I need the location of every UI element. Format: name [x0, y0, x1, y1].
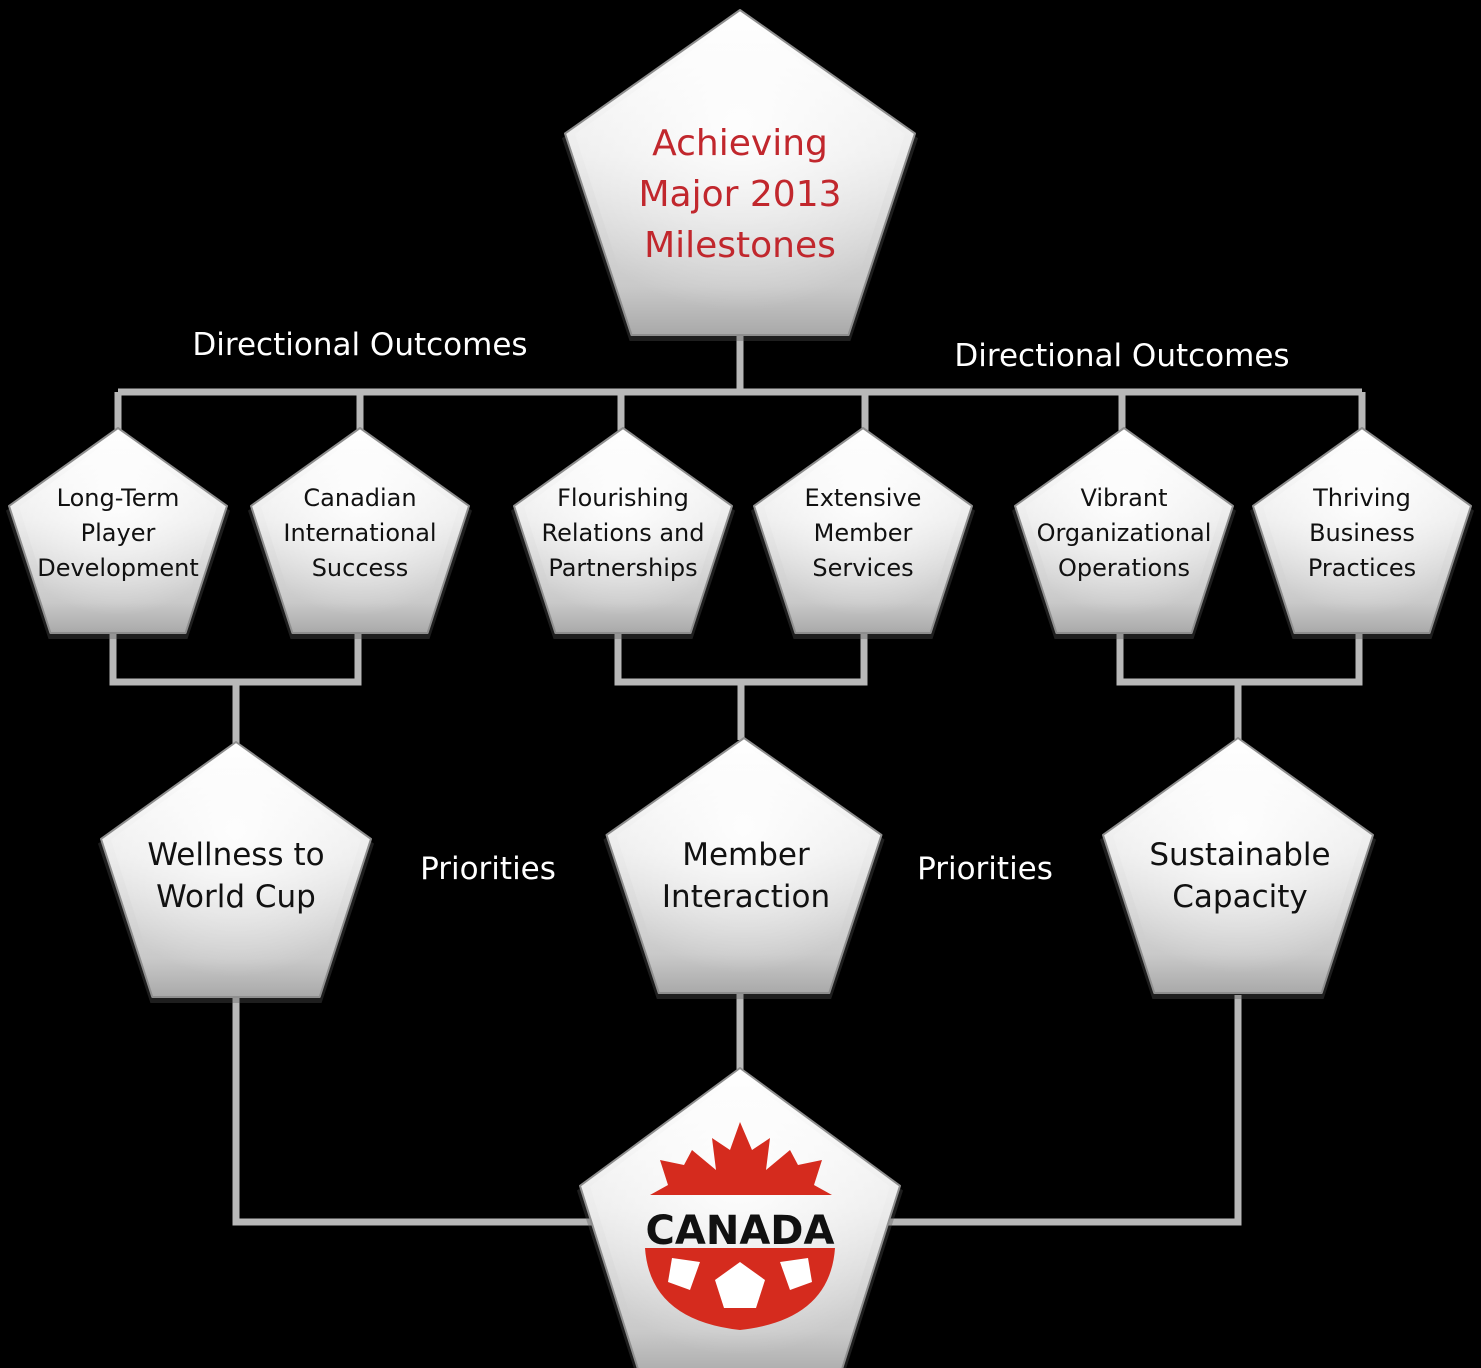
- outcome-line: Success: [311, 554, 409, 582]
- outcome-pentagon: [6, 427, 230, 639]
- priority-node-sustainable-capacity: Sustainable Capacity: [1149, 834, 1330, 918]
- outcome-line: Operations: [1058, 554, 1190, 582]
- goal-line: Milestones: [644, 225, 836, 266]
- priority-line: Interaction: [661, 879, 831, 915]
- goal-line: Major 2013: [638, 174, 842, 215]
- outcome-line: Flourishing: [557, 484, 689, 512]
- outcome-node-long-term-player-development: Long-Term Player Development: [37, 481, 199, 586]
- outcome-line: Business: [1309, 519, 1415, 547]
- outcome-pentagon: [1012, 427, 1236, 639]
- priority-pentagon: [98, 741, 374, 1003]
- priority-line: Wellness to: [147, 837, 325, 873]
- priority-pentagon: [1100, 737, 1376, 999]
- outcome-line: Vibrant: [1080, 484, 1168, 512]
- outcome-line: Extensive: [804, 484, 922, 512]
- outcome-pentagon: [248, 427, 472, 639]
- priority-line: World Cup: [156, 879, 316, 915]
- priority-node-wellness-to-world-cup: Wellness to World Cup: [147, 834, 324, 918]
- canada-soccer-logo-icon: CANADA: [645, 1122, 835, 1330]
- outcome-pentagon: [1250, 427, 1474, 639]
- outcome-pentagon: [751, 427, 975, 639]
- maple-leaf-icon: [650, 1122, 832, 1195]
- directional-outcomes-label-right: Directional Outcomes: [954, 338, 1290, 374]
- connector-lines: [109, 335, 1366, 1226]
- soccer-ball-panel-icon: [715, 1262, 765, 1308]
- directional-outcomes-label-left: Directional Outcomes: [192, 327, 528, 363]
- outcome-pentagon: [511, 427, 735, 639]
- outcome-line: Relations and: [541, 519, 705, 547]
- goal-node-label: Achieving Major 2013 Milestones: [638, 118, 841, 271]
- priority-node-member-interaction: Member Interaction: [662, 834, 830, 918]
- outcome-line: Long-Term: [56, 484, 180, 512]
- outcome-line: Development: [37, 554, 199, 582]
- outcome-node-thriving-business-practices: Thriving Business Practices: [1308, 481, 1416, 586]
- outcome-line: Member: [813, 519, 913, 547]
- connector-to-logo: [880, 995, 1242, 1226]
- outcome-line: Organizational: [1036, 519, 1212, 547]
- priority-pentagon: [603, 737, 885, 999]
- pentagon-nodes: [6, 9, 1474, 1368]
- priority-line: Sustainable: [1149, 837, 1331, 873]
- outcome-line: International: [283, 519, 437, 547]
- outcome-line: Thriving: [1313, 484, 1411, 512]
- priority-line: Member: [682, 837, 810, 873]
- outcome-line: Practices: [1307, 554, 1417, 582]
- outcome-line: Services: [812, 554, 914, 582]
- outcome-node-extensive-member-services: Extensive Member Services: [805, 481, 922, 586]
- connector-to-logo: [232, 995, 600, 1226]
- priorities-label-right: Priorities: [917, 851, 1053, 887]
- goal-line: Achieving: [652, 123, 828, 164]
- outcome-line: Canadian: [303, 484, 417, 512]
- soccer-ball-panel-icon: [668, 1258, 700, 1290]
- outcome-line: Player: [80, 519, 156, 547]
- soccer-ball-panel-icon: [780, 1258, 812, 1290]
- outcome-node-canadian-international-success: Canadian International Success: [283, 481, 436, 586]
- priorities-label-left: Priorities: [420, 851, 556, 887]
- priority-line: Capacity: [1172, 879, 1308, 915]
- goal-pentagon: [562, 9, 918, 341]
- canada-wordmark: CANADA: [646, 1208, 835, 1254]
- outcome-line: Partnerships: [548, 554, 698, 582]
- outcome-node-vibrant-organizational-operations: Vibrant Organizational Operations: [1037, 481, 1212, 586]
- outcome-node-flourishing-relations: Flourishing Relations and Partnerships: [542, 481, 705, 586]
